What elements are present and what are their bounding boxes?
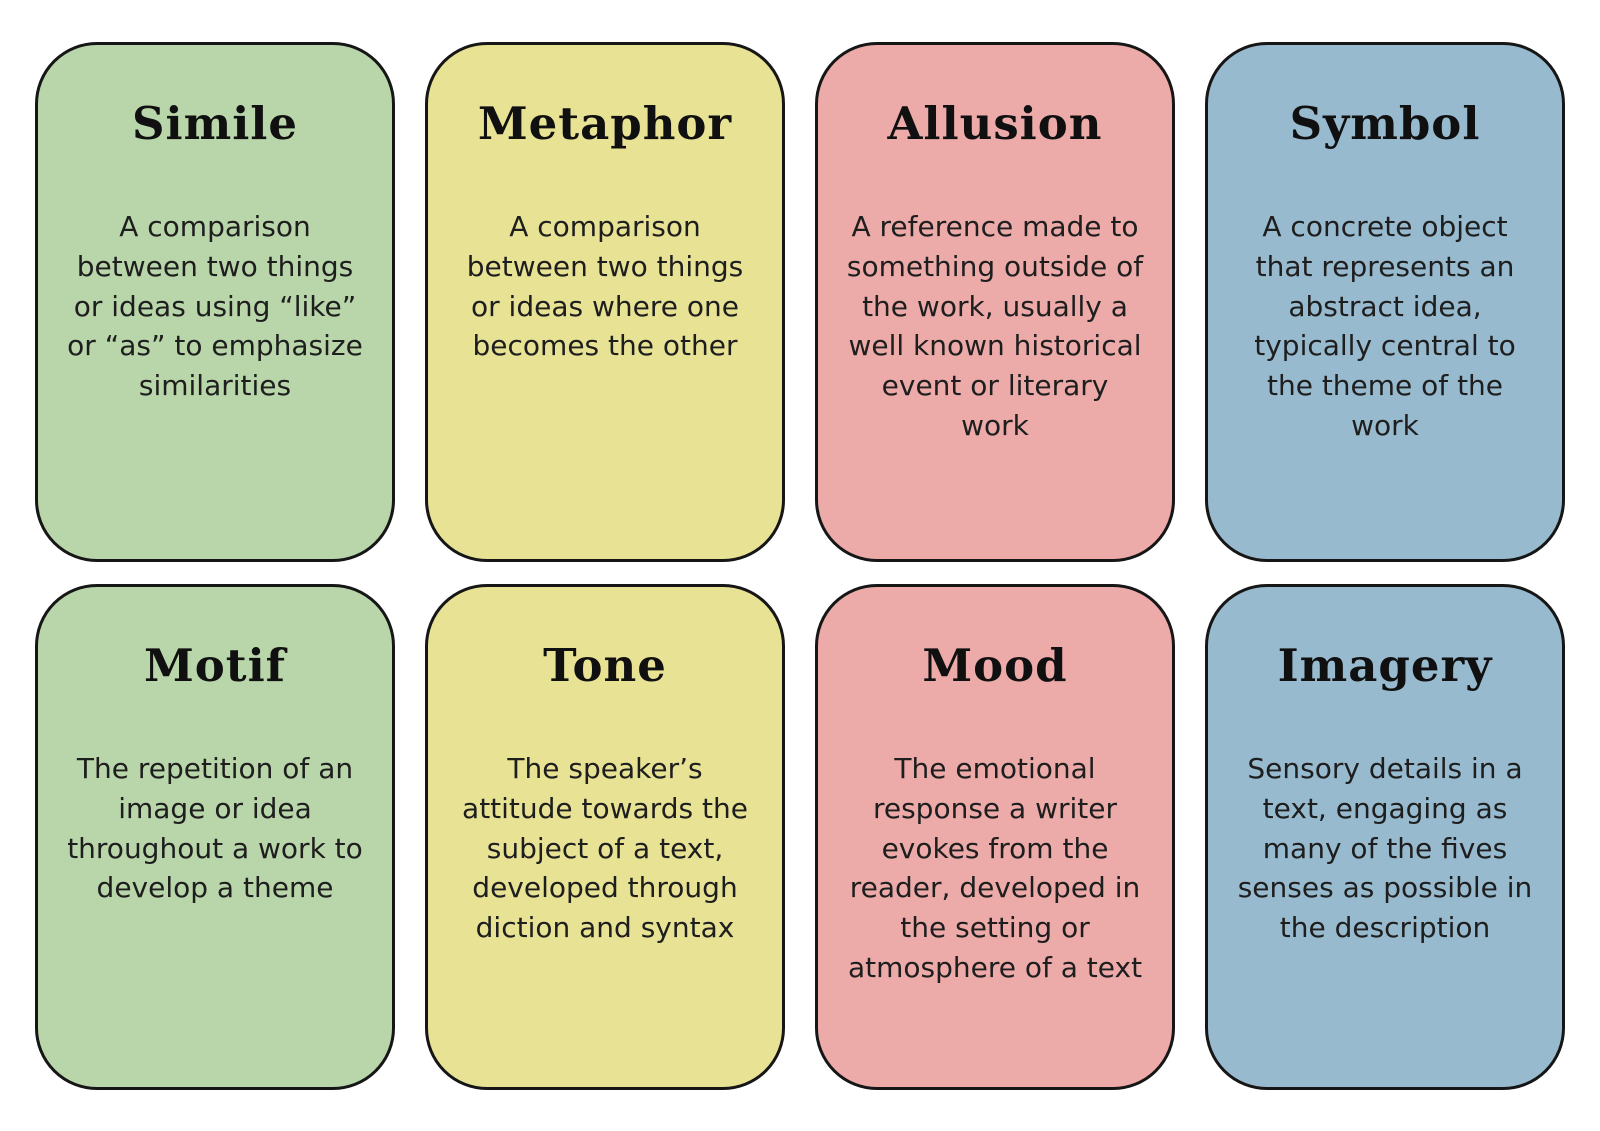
card-title: Allusion	[887, 97, 1103, 150]
card-title: Symbol	[1289, 97, 1481, 150]
card-imagery: Imagery Sensory details in a text, engag…	[1205, 584, 1565, 1090]
card-title: Mood	[922, 639, 1068, 692]
card-mood: Mood The emotional response a writer evo…	[815, 584, 1175, 1090]
card-title: Imagery	[1277, 639, 1493, 692]
card-definition: The repetition of an image or idea throu…	[67, 752, 363, 905]
card-definition: A comparison between two things or ideas…	[67, 210, 363, 402]
card-definition: A reference made to something outside of…	[846, 210, 1144, 442]
card-metaphor: Metaphor A comparison between two things…	[425, 42, 785, 562]
card-definition: Sensory details in a text, engaging as m…	[1237, 752, 1533, 944]
card-simile: Simile A comparison between two things o…	[35, 42, 395, 562]
card-allusion: Allusion A reference made to something o…	[815, 42, 1175, 562]
card-symbol: Symbol A concrete object that represents…	[1205, 42, 1565, 562]
card-title: Metaphor	[477, 97, 733, 150]
card-definition: The emotional response a writer evokes f…	[847, 752, 1143, 984]
card-title: Simile	[131, 97, 299, 150]
card-definition: A concrete object that represents an abs…	[1254, 210, 1516, 442]
card-motif: Motif The repetition of an image or idea…	[35, 584, 395, 1090]
card-title: Tone	[543, 639, 667, 692]
card-title: Motif	[143, 639, 287, 692]
card-definition: A comparison between two things or ideas…	[466, 210, 744, 363]
card-tone: Tone The speaker’s attitude towards the …	[425, 584, 785, 1090]
card-definition: The speaker’s attitude towards the subje…	[462, 752, 748, 944]
